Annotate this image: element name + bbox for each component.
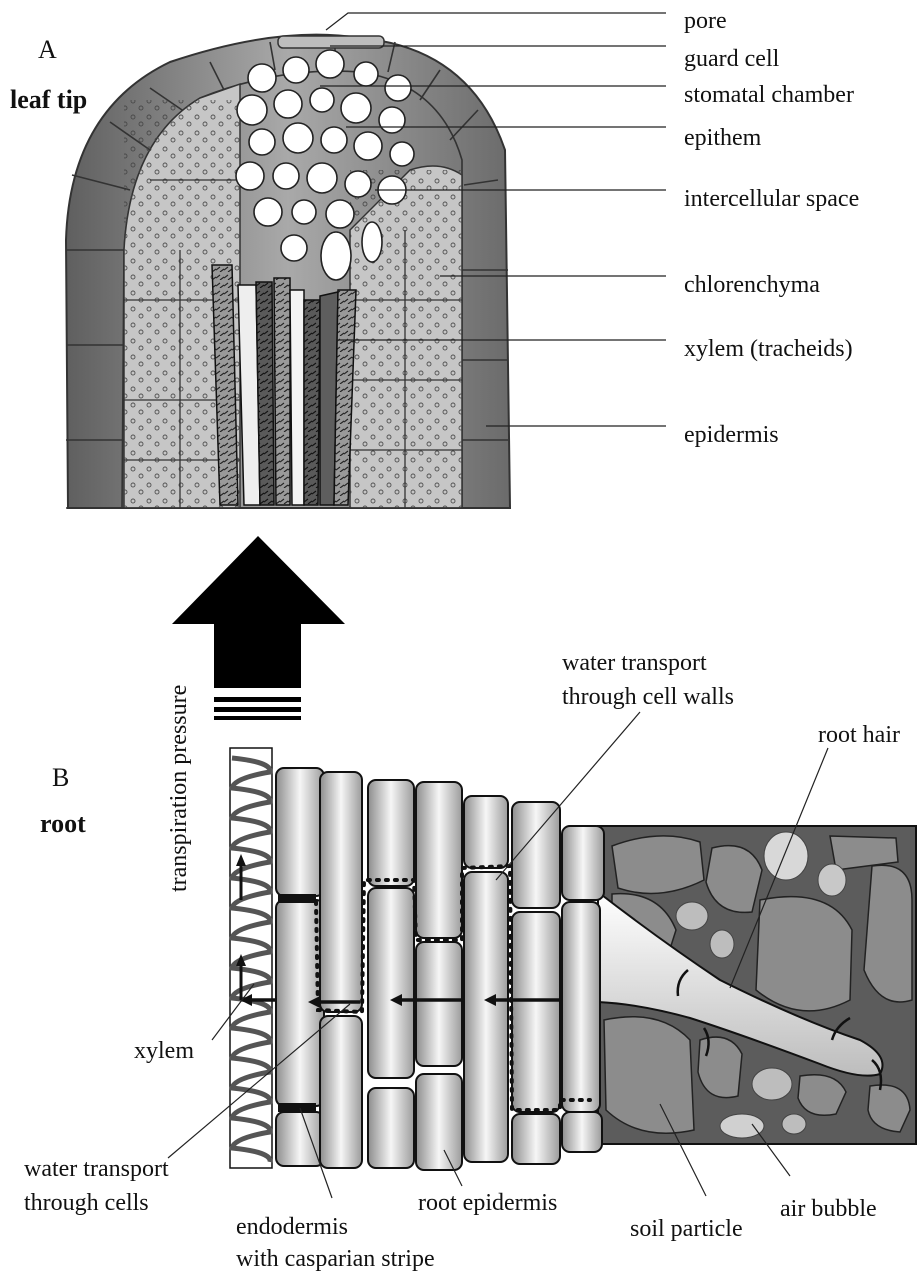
label-stomatal-chamber: stomatal chamber xyxy=(684,82,854,108)
panel-b-letter: B xyxy=(52,763,69,792)
label-water-cell-walls-line2: through cell walls xyxy=(562,684,734,710)
label-epithem: epithem xyxy=(684,125,762,151)
label-water-cells-line1: water transport xyxy=(24,1156,169,1182)
label-transpiration-pressure: transpiration pressure xyxy=(166,685,192,892)
leaf-tip-drawing xyxy=(66,35,510,508)
label-epidermis: epidermis xyxy=(684,422,779,448)
leaf-xylem-tracheids xyxy=(212,265,356,505)
panel-a-letter: A xyxy=(38,35,57,64)
label-root-epidermis: root epidermis xyxy=(418,1190,557,1216)
transpiration-arrow xyxy=(172,536,345,720)
label-endodermis-line2: with casparian stripe xyxy=(236,1246,435,1272)
label-soil-particle: soil particle xyxy=(630,1216,743,1242)
label-air-bubble: air bubble xyxy=(780,1196,877,1222)
soil-block xyxy=(598,826,916,1144)
panel-b-title: root xyxy=(40,809,86,838)
label-xylem: xylem xyxy=(134,1038,194,1064)
label-water-cells-line2: through cells xyxy=(24,1190,149,1216)
label-pore: pore xyxy=(684,8,727,34)
label-intercellular-space: intercellular space xyxy=(684,186,859,212)
label-root-hair: root hair xyxy=(818,722,900,748)
label-water-cell-walls-line1: water transport xyxy=(562,650,707,676)
label-guard-cell: guard cell xyxy=(684,46,780,72)
label-endodermis-line1: endodermis xyxy=(236,1214,348,1240)
label-chlorenchyma: chlorenchyma xyxy=(684,272,820,298)
label-xylem-tracheids: xylem (tracheids) xyxy=(684,336,853,362)
root-xylem-vessel xyxy=(230,748,272,1168)
panel-a-title: leaf tip xyxy=(10,85,87,114)
